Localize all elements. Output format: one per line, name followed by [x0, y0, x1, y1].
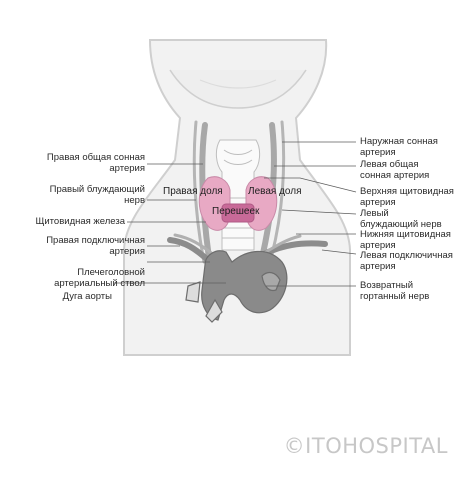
jaw-outline	[169, 69, 307, 109]
label-left-lobe: Левая доля	[248, 186, 302, 197]
leader-lines	[114, 141, 357, 287]
label-right-lobe: Правая доля	[163, 186, 223, 197]
leader-left-subclavian	[321, 249, 357, 255]
isthmus	[221, 203, 255, 223]
label-isthmus: Перешеек	[212, 206, 260, 217]
leader-superior-thyroid	[264, 177, 357, 193]
label-aortic-arch: Дуга аорты	[62, 291, 112, 302]
leader-left-vagus	[281, 209, 357, 215]
thyroid-gland	[198, 176, 278, 231]
label-thyroid: Щитовидная железа	[35, 216, 125, 227]
watermark-logo: ©ITOHOSPITAL	[283, 434, 448, 458]
